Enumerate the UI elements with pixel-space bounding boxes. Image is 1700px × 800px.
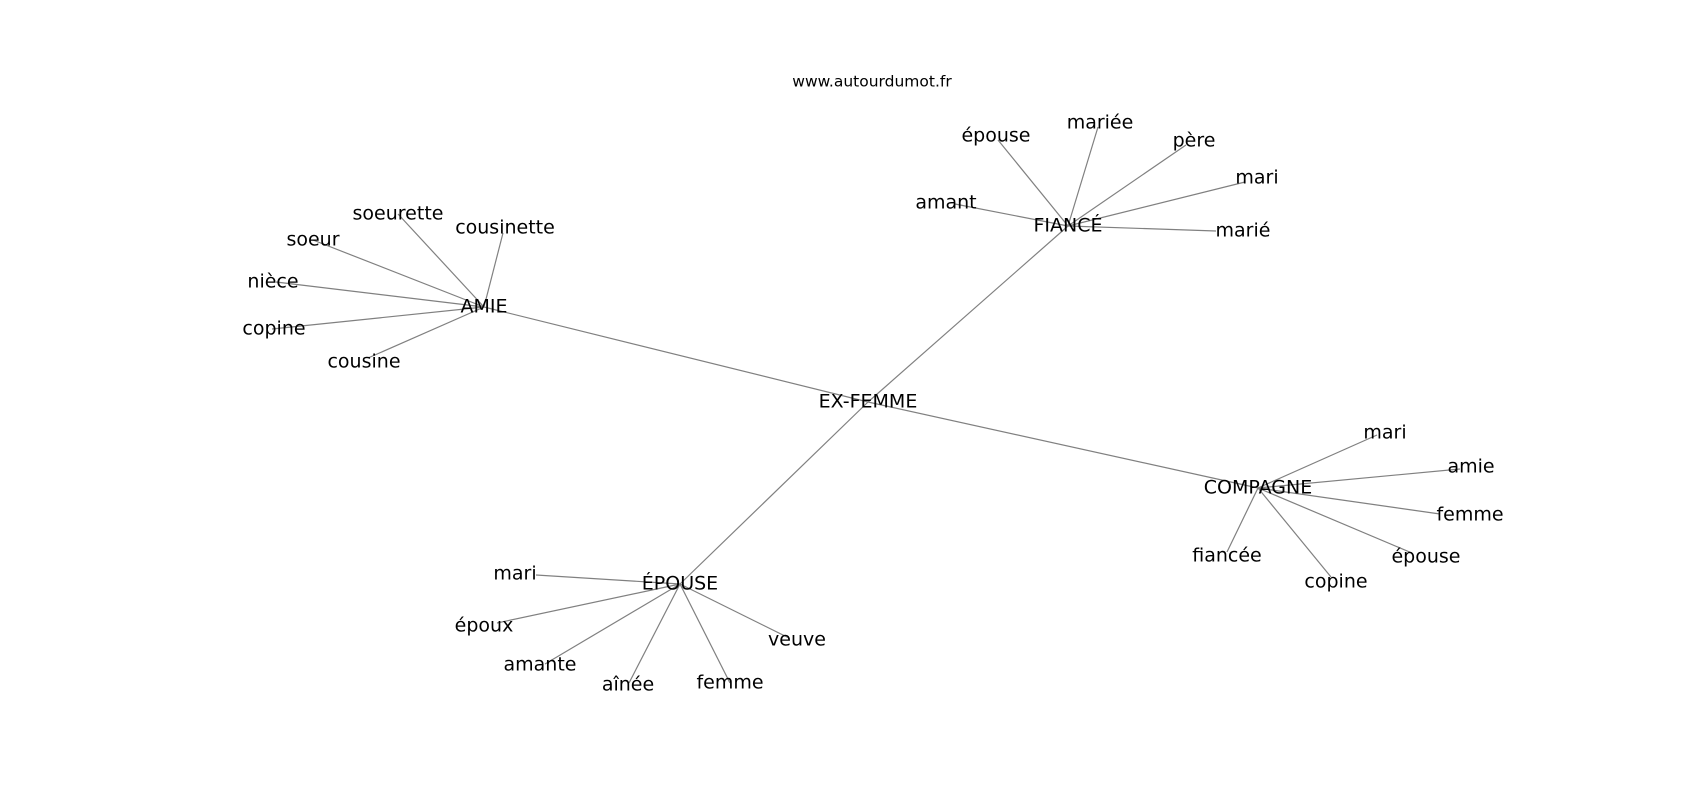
leaf-word[interactable]: nièce: [247, 271, 298, 293]
leaf-word[interactable]: amie: [1447, 456, 1494, 478]
hub-word-fiance[interactable]: FIANCÉ: [1033, 214, 1102, 237]
leaf-word[interactable]: mari: [493, 563, 536, 585]
leaf-word[interactable]: marié: [1216, 220, 1271, 242]
center-word: EX-FEMME: [819, 391, 918, 413]
edge-center-fiance: [867, 225, 1069, 403]
leaf-word[interactable]: aînée: [602, 674, 654, 696]
leaf-word[interactable]: femme: [696, 672, 763, 694]
leaf-word[interactable]: veuve: [768, 629, 826, 651]
leaf-word[interactable]: soeur: [286, 229, 339, 251]
leaf-word[interactable]: épouse: [961, 125, 1030, 147]
leaf-word[interactable]: copine: [242, 318, 305, 340]
edge-amie-leaf: [312, 239, 485, 308]
leaf-word[interactable]: mari: [1235, 167, 1278, 189]
edge-center-epouse: [679, 401, 869, 585]
edge-epouse-leaf: [496, 583, 681, 624]
edge-amie-leaf: [397, 213, 485, 308]
edge-fiance-leaf: [1067, 144, 1187, 227]
label-layer: www.autourdumot.fr EX-FEMME AMIE soeurett…: [242, 73, 1503, 696]
leaf-word[interactable]: mariée: [1067, 112, 1134, 134]
leaf-word[interactable]: fiancée: [1192, 545, 1261, 567]
edge-center-amie: [483, 306, 869, 403]
edge-amie-leaf: [275, 281, 485, 308]
edge-compagne-leaf: [1257, 487, 1441, 515]
leaf-word[interactable]: femme: [1436, 504, 1503, 526]
edge-epouse-leaf: [628, 583, 681, 684]
edge-epouse-leaf: [544, 583, 681, 665]
edge-epouse-leaf: [679, 583, 731, 684]
edge-compagne-leaf: [1226, 487, 1259, 553]
hub-word-epouse[interactable]: ÉPOUSE: [642, 572, 718, 595]
edge-epouse-leaf: [535, 574, 681, 585]
edge-layer: [271, 126, 1461, 684]
edge-epouse-leaf: [679, 583, 790, 639]
leaf-word[interactable]: époux: [455, 615, 514, 637]
edge-center-compagne: [867, 401, 1259, 489]
edge-fiance-leaf: [1067, 225, 1217, 232]
leaf-word[interactable]: cousine: [327, 351, 400, 373]
edge-amie-leaf: [367, 306, 485, 359]
edge-compagne-leaf: [1257, 434, 1378, 489]
edge-fiance-leaf: [1067, 181, 1246, 227]
edge-fiance-leaf: [954, 203, 1069, 227]
hub-word-amie[interactable]: AMIE: [461, 296, 508, 318]
leaf-word[interactable]: copine: [1304, 571, 1367, 593]
leaf-word[interactable]: soeurette: [353, 203, 444, 225]
leaf-word[interactable]: amante: [504, 654, 577, 676]
hub-word-compagne[interactable]: COMPAGNE: [1204, 477, 1312, 499]
leaf-word[interactable]: père: [1173, 130, 1216, 152]
leaf-word[interactable]: épouse: [1391, 546, 1460, 568]
edge-fiance-leaf: [1067, 126, 1099, 227]
watermark: www.autourdumot.fr: [792, 73, 952, 91]
leaf-word[interactable]: cousinette: [455, 217, 555, 239]
edge-compagne-leaf: [1257, 468, 1461, 489]
edge-fiance-leaf: [997, 139, 1069, 227]
edge-amie-leaf: [483, 232, 504, 308]
edge-compagne-leaf: [1257, 487, 1413, 554]
leaf-word[interactable]: mari: [1363, 422, 1406, 444]
edge-amie-leaf: [271, 306, 485, 330]
leaf-word[interactable]: amant: [915, 192, 976, 214]
edge-compagne-leaf: [1257, 487, 1332, 578]
